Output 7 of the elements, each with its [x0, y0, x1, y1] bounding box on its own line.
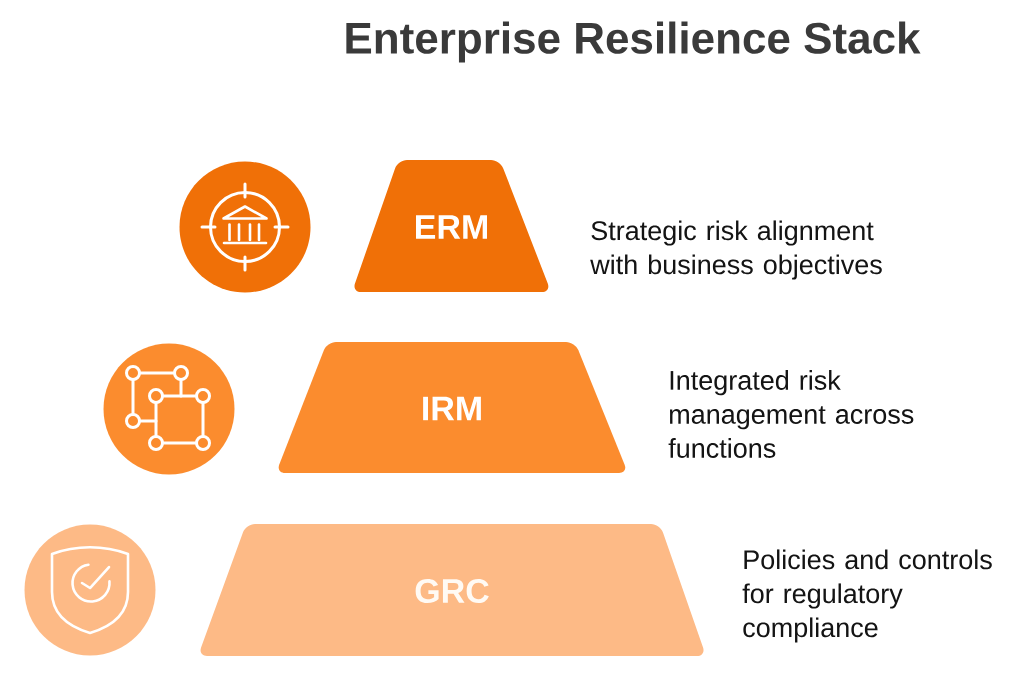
title: Enterprise Resilience Stack: [346, 21, 921, 63]
description-text: Strategic risk alignment with business objectives: [590, 220, 882, 280]
trapezoid-block: GRC: [200, 524, 704, 656]
description-text: Policies and controls for regulatory compliance: [742, 549, 992, 643]
trapezoid-block: IRM: [278, 342, 626, 473]
trapezoid-block: ERM: [354, 160, 549, 292]
description-text: Integrated risk management across functions: [668, 370, 914, 458]
